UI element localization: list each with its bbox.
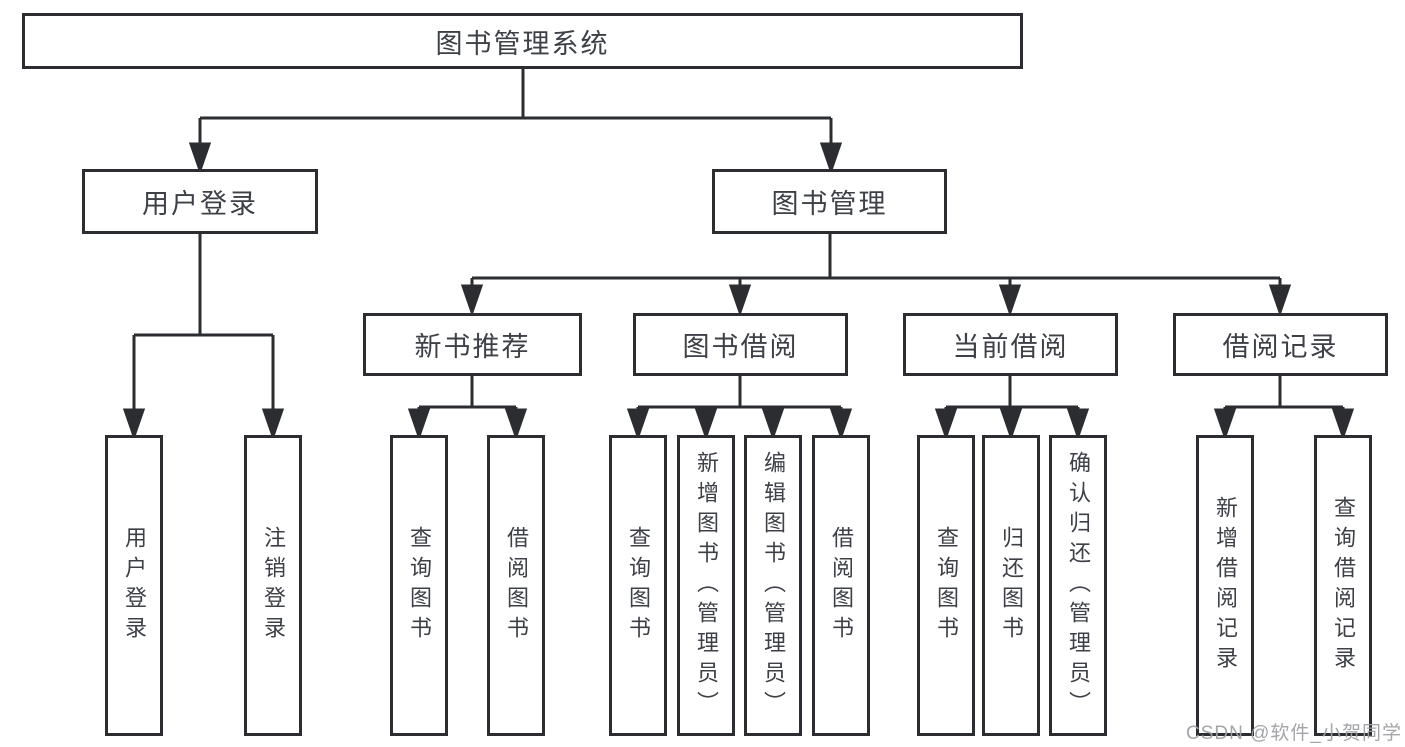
leaf-query-books-recommend-label: 查询图书 — [407, 525, 432, 646]
connector-book-borrow-children — [626, 376, 853, 441]
leaf-query-books-borrow-label: 查询图书 — [626, 525, 651, 646]
leaf-user-login-label: 用户登录 — [122, 525, 147, 646]
leaf-borrow-books-label: 借阅图书 — [829, 525, 854, 646]
leaf-add-borrow-record-label: 新增借阅记录 — [1213, 495, 1238, 676]
csdn-watermark: CSDN @软件_小贺同学 — [1186, 723, 1402, 744]
node-borrow-records-label: 借阅记录 — [1222, 332, 1339, 362]
arrowhead — [934, 408, 958, 441]
node-book-borrow: 图书借阅 — [633, 313, 848, 376]
node-root: 图书管理系统 — [22, 13, 1023, 69]
node-book-borrow-label: 图书借阅 — [682, 332, 799, 362]
node-root-label: 图书管理系统 — [435, 28, 610, 59]
leaf-query-books-current-label: 查询图书 — [934, 525, 959, 646]
node-book-management-label: 图书管理 — [771, 189, 888, 219]
leaf-confirm-return-admin-label: 确认归还（管理员） — [1066, 450, 1091, 721]
leaf-add-books-admin: 新增图书（管理员） — [677, 435, 735, 736]
leaf-query-books-recommend: 查询图书 — [390, 435, 448, 736]
node-new-book-recommend-label: 新书推荐 — [414, 332, 531, 362]
arrowhead — [1268, 284, 1292, 317]
leaf-borrow-books-recommend: 借阅图书 — [487, 435, 545, 736]
leaf-query-borrow-record: 查询借阅记录 — [1314, 435, 1372, 736]
connector-new-book-recommend-children — [407, 376, 528, 441]
leaf-add-borrow-record: 新增借阅记录 — [1196, 435, 1254, 736]
leaf-borrow-books-recommend-label: 借阅图书 — [504, 525, 529, 646]
arrowhead — [1213, 408, 1237, 441]
arrowhead — [407, 408, 431, 441]
leaf-borrow-books: 借阅图书 — [812, 435, 870, 736]
arrowhead — [504, 408, 528, 441]
leaf-return-books-label: 归还图书 — [999, 525, 1024, 646]
leaf-user-login: 用户登录 — [105, 435, 163, 736]
arrowhead — [188, 142, 212, 175]
node-borrow-records: 借阅记录 — [1173, 313, 1388, 376]
arrowhead — [626, 408, 650, 441]
leaf-return-books: 归还图书 — [982, 435, 1040, 736]
arrowhead — [122, 408, 146, 441]
arrowhead — [761, 408, 785, 441]
connector-user-login-children — [122, 234, 285, 441]
arrowhead — [1066, 408, 1090, 441]
arrowhead — [998, 284, 1022, 317]
leaf-logout: 注销登录 — [244, 435, 302, 736]
arrowhead — [999, 408, 1023, 441]
connector-borrow-records-children — [1213, 376, 1355, 441]
arrowhead — [819, 142, 843, 175]
node-user-login-label: 用户登录 — [142, 189, 258, 219]
arrowhead — [694, 408, 718, 441]
arrowhead — [829, 408, 853, 441]
node-current-borrow: 当前借阅 — [903, 313, 1118, 376]
arrowhead — [460, 284, 484, 317]
connector-root-to-level2 — [188, 69, 843, 175]
leaf-query-books-current: 查询图书 — [917, 435, 975, 736]
arrowhead — [728, 284, 752, 317]
leaf-confirm-return-admin: 确认归还（管理员） — [1049, 435, 1107, 736]
node-new-book-recommend: 新书推荐 — [363, 313, 582, 376]
leaf-query-books-borrow: 查询图书 — [609, 435, 667, 736]
leaf-edit-books-admin-label: 编辑图书（管理员） — [761, 450, 786, 721]
leaf-query-borrow-record-label: 查询借阅记录 — [1331, 495, 1356, 676]
leaf-edit-books-admin: 编辑图书（管理员） — [744, 435, 802, 736]
connector-current-borrow-children — [934, 376, 1090, 441]
leaf-logout-label: 注销登录 — [261, 525, 286, 646]
arrowhead — [1331, 408, 1355, 441]
node-book-management: 图书管理 — [712, 169, 947, 234]
leaf-add-books-admin-label: 新增图书（管理员） — [694, 450, 719, 721]
arrowhead — [261, 408, 285, 441]
connector-book-management-children — [460, 234, 1292, 317]
node-user-login: 用户登录 — [82, 169, 318, 234]
node-current-borrow-label: 当前借阅 — [952, 332, 1069, 362]
